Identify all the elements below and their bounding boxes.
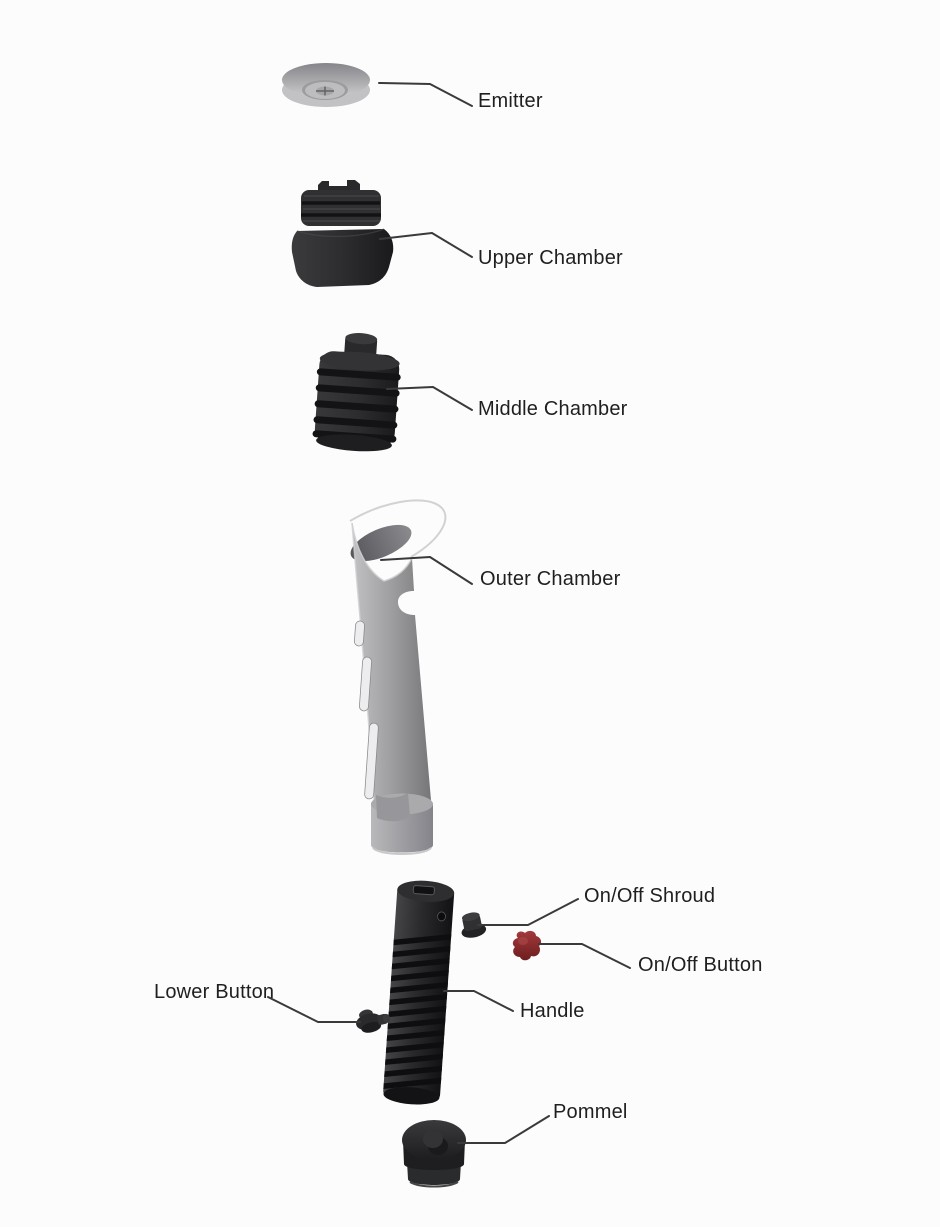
emitter-part: [282, 63, 370, 107]
rib: [389, 933, 455, 946]
rib: [382, 1029, 449, 1042]
handle-top-slot: [412, 885, 435, 896]
leader-handle: [443, 990, 514, 1012]
shroud-cap-top: [461, 912, 480, 922]
upper-chamber-shoulder-line: [296, 228, 385, 237]
rib: [382, 1053, 448, 1066]
leader-lower-button: [267, 996, 361, 1023]
label-handle: Handle: [520, 1000, 585, 1022]
rib: [386, 969, 453, 982]
rib: [382, 1065, 447, 1078]
rib: [385, 981, 453, 994]
on-off-shroud-part: [461, 912, 487, 938]
label-outer-chamber: Outer Chamber: [480, 568, 621, 590]
lower-button-stem-tip: [382, 1013, 391, 1023]
label-pommel: Pommel: [553, 1101, 628, 1123]
outer-chamber-opening: [350, 524, 412, 562]
outer-chamber-rim-highlight: [349, 499, 447, 558]
handle-side-hole: [437, 911, 446, 922]
rib: [388, 945, 455, 958]
label-lower-button: Lower Button: [154, 981, 275, 1003]
label-on-off-button: On/Off Button: [638, 954, 763, 976]
middle-chamber-part: [312, 333, 401, 452]
leader-lines: [267, 82, 631, 1144]
label-on-off-shroud: On/Off Shroud: [584, 885, 716, 907]
rib: [384, 1005, 451, 1018]
leader-on-off-shroud: [477, 898, 579, 926]
outer-chamber-cut-edge: [351, 522, 413, 582]
upper-chamber-ring-grooves: [301, 201, 381, 217]
handle-ribs: [382, 933, 455, 1090]
rib-groove: [314, 400, 399, 413]
outer-chamber-collar-bottom-rim: [372, 847, 432, 855]
outer-chamber-tube-stub: [376, 793, 410, 822]
leader-middle-chamber: [386, 386, 473, 411]
handle-bottom: [383, 1087, 440, 1105]
middle-chamber-top-cap: [319, 351, 400, 371]
leader-upper-chamber: [379, 232, 473, 258]
leader-emitter: [378, 82, 473, 107]
outer-chamber-slot: [359, 656, 372, 712]
rib: [387, 957, 454, 970]
upper-chamber-part: [291, 180, 394, 287]
leader-pommel: [457, 1115, 550, 1144]
upper-chamber-body: [291, 229, 394, 287]
upper-chamber-stub: [318, 180, 360, 193]
middle-chamber-bottom: [316, 434, 392, 452]
emitter-screw-cross: [316, 86, 334, 96]
leader-outer-chamber: [380, 556, 473, 585]
label-upper-chamber: Upper Chamber: [478, 247, 623, 269]
rib-groove: [316, 368, 401, 381]
on-off-button-blob: [512, 930, 542, 961]
outer-chamber-slot: [364, 722, 379, 800]
middle-chamber-stub-top: [345, 333, 378, 345]
pommel-knob: [423, 1130, 443, 1148]
upper-chamber-ring-highlights: [303, 195, 380, 222]
rib-groove: [315, 384, 400, 397]
lower-button-part: [356, 1009, 391, 1033]
leader-on-off-button: [538, 943, 631, 969]
rib: [382, 1077, 446, 1090]
rib: [385, 993, 452, 1006]
on-off-button-part: [512, 930, 542, 961]
lower-button-flange: [361, 1021, 382, 1033]
pommel-base-rim-highlight: [409, 1181, 459, 1188]
label-emitter: Emitter: [478, 90, 543, 112]
rib: [383, 1017, 450, 1030]
label-middle-chamber: Middle Chamber: [478, 398, 628, 420]
rib-groove: [313, 416, 398, 429]
rib: [382, 1041, 448, 1054]
outer-chamber-slot: [354, 620, 365, 647]
on-off-button-highlight: [518, 937, 528, 945]
handle-part: [382, 880, 455, 1105]
outer-chamber-part: [349, 499, 447, 855]
pommel-part: [402, 1120, 466, 1188]
